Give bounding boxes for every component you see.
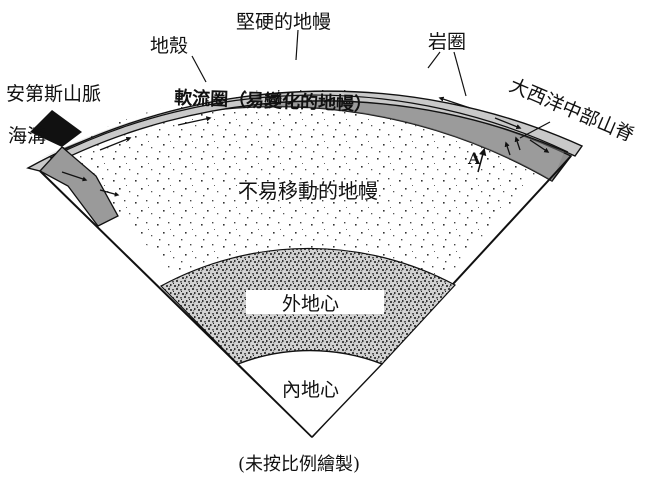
label-marker-a: A xyxy=(467,149,481,168)
label-lower-mantle: 不易移動的地幔 xyxy=(238,179,378,203)
label-inner-core: 內地心 xyxy=(282,379,339,401)
label-trench: 海溝 xyxy=(8,125,46,147)
label-outer-core: 外地心 xyxy=(282,293,339,315)
crust-band xyxy=(26,90,584,172)
ridge-leader-line xyxy=(519,121,551,139)
lithosphere-leader-line-1 xyxy=(427,51,441,69)
label-lithosphere: 岩圈 xyxy=(428,31,466,53)
hard-mantle-leader-line xyxy=(295,29,299,61)
scale-note: (未按比例繪製) xyxy=(238,454,360,475)
label-andes: 安第斯山脈 xyxy=(6,83,101,105)
label-hard-mantle: 堅硬的地幔 xyxy=(236,11,331,33)
andes-mountain-shape xyxy=(30,110,82,147)
label-crust: 地殼 xyxy=(150,35,188,57)
crust-leader-line xyxy=(191,55,207,83)
lithosphere-leader-line-2 xyxy=(453,51,467,97)
inner-core xyxy=(236,349,384,438)
